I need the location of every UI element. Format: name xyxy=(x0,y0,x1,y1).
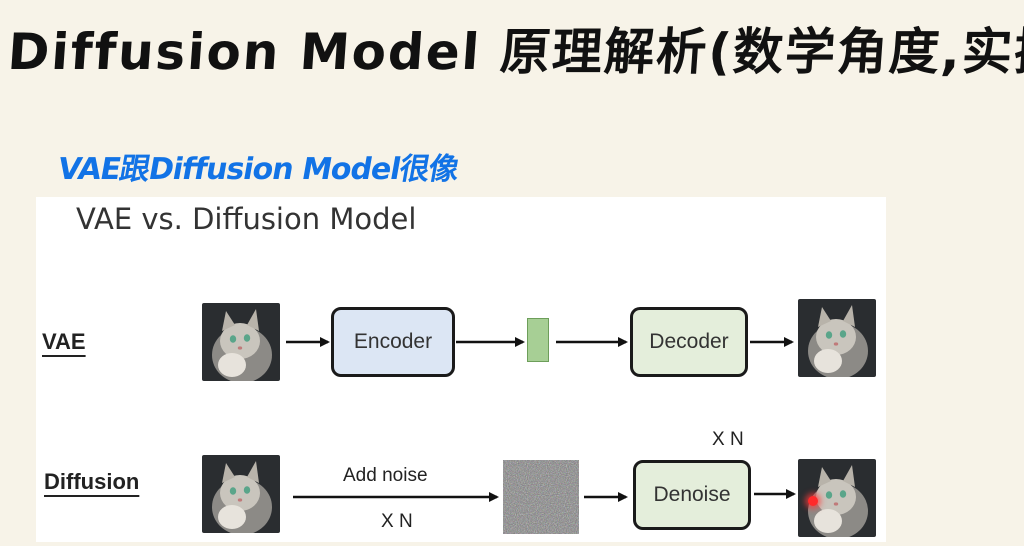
encoder-box: Encoder xyxy=(331,307,455,377)
denoise-box: Denoise xyxy=(633,460,751,530)
latent-vector xyxy=(527,318,549,362)
diffusion-output-cat-image xyxy=(798,459,876,537)
denoise-repeat-label: X N xyxy=(712,429,744,450)
diffusion-row-label: Diffusion xyxy=(44,469,140,494)
flow-arrows xyxy=(286,337,796,502)
red-pointer-dot-icon xyxy=(808,496,818,506)
vae-row-label: VAE xyxy=(42,329,86,354)
slide-title: VAE vs. Diffusion Model xyxy=(76,202,417,236)
handwritten-note: VAE跟Diffusion Model很像 xyxy=(55,152,461,187)
diffusion-input-cat-image xyxy=(202,455,280,533)
vae-output-cat-image xyxy=(798,299,876,377)
handwritten-title: Diffusion Model 原理解析(数学角度,实操方面) xyxy=(5,23,1024,81)
add-noise-label: Add noise xyxy=(343,465,428,486)
noise-image xyxy=(503,460,579,534)
decoder-box: Decoder xyxy=(630,307,748,377)
add-noise-repeat-label: X N xyxy=(381,511,413,532)
slide-panel: VAE vs. Diffusion Model VAE xyxy=(36,197,886,542)
vae-input-cat-image xyxy=(202,303,280,381)
